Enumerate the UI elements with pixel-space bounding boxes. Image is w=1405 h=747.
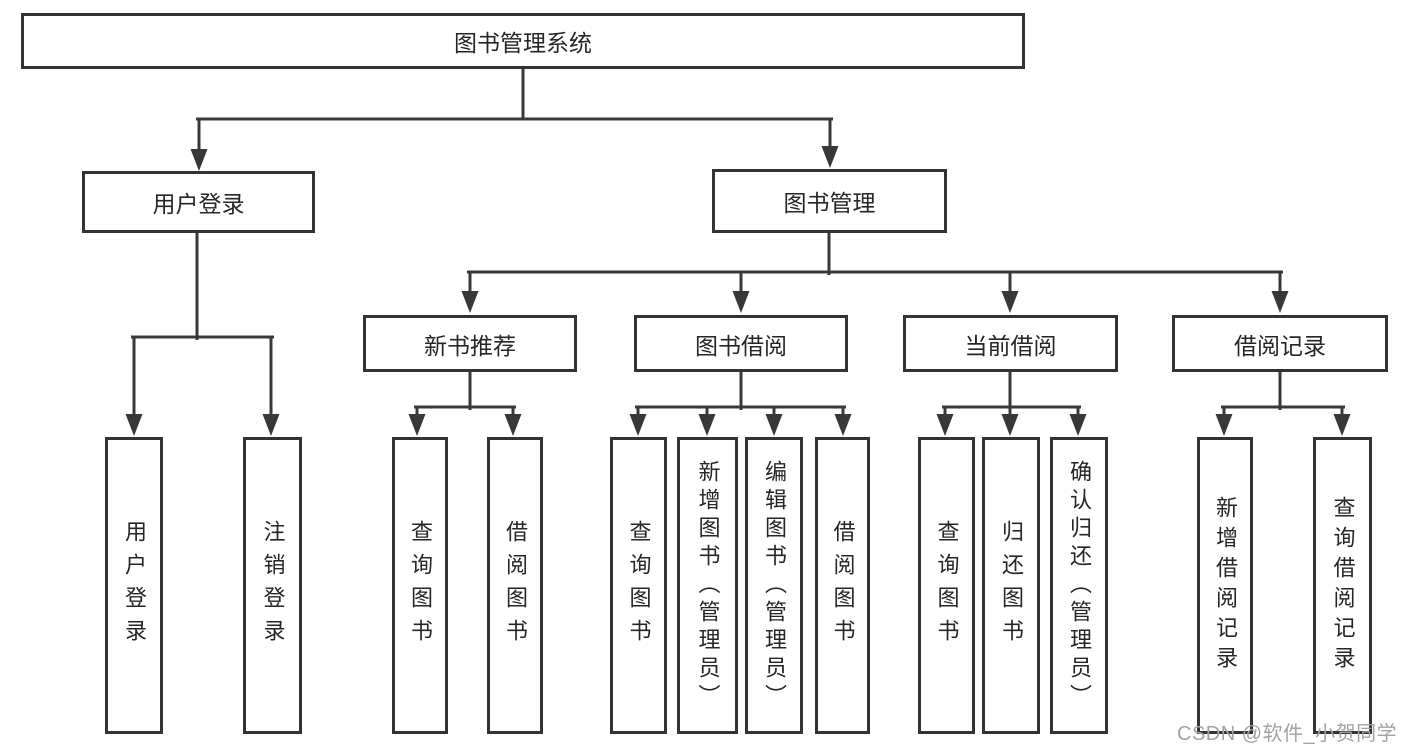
node-user-login: 用户登录 <box>82 171 315 233</box>
leaf-label: 用户登录 <box>122 519 147 652</box>
node-borrow-records: 借阅记录 <box>1172 315 1388 372</box>
watermark: CSDN @软件_小贺同学 <box>1177 723 1398 745</box>
node-label: 图书借阅 <box>695 332 787 359</box>
node-label: 图书管理 <box>783 190 876 216</box>
leaf-return-book: 归还图书 <box>982 437 1040 734</box>
leaf-label: 归还图书 <box>999 519 1024 652</box>
arrowhead <box>1001 414 1019 436</box>
leaf-label: 注销登录 <box>260 519 286 652</box>
arrowhead <box>1333 414 1351 436</box>
leaf-query-books-recommend: 查询图书 <box>392 437 448 734</box>
arrowhead <box>834 414 852 436</box>
arrowhead <box>821 146 839 168</box>
arrowhead <box>504 414 522 436</box>
leaf-label: 新增借阅记录 <box>1213 495 1238 676</box>
arrowhead <box>765 414 783 436</box>
leaf-user-login: 用户登录 <box>105 437 163 734</box>
arrowhead <box>461 291 479 313</box>
node-book-management: 图书管理 <box>712 169 947 233</box>
leaf-label: 借阅图书 <box>830 519 856 652</box>
arrowhead <box>732 291 750 313</box>
arrowhead <box>408 414 426 436</box>
node-label: 用户登录 <box>152 191 245 217</box>
arrowhead <box>936 414 954 436</box>
leaf-add-borrow-record: 新增借阅记录 <box>1197 437 1253 734</box>
node-book-borrow: 图书借阅 <box>634 315 848 372</box>
leaf-query-borrow-record: 查询借阅记录 <box>1313 437 1372 734</box>
leaf-label: 查询图书 <box>934 519 960 652</box>
leaf-label: 查询图书 <box>626 519 652 652</box>
leaf-borrow-books-recommend: 借阅图书 <box>487 437 543 734</box>
leaf-logout: 注销登录 <box>243 437 302 734</box>
leaf-add-book-admin: 新增图书（管理员） <box>677 437 738 734</box>
arrowhead <box>1069 414 1087 436</box>
node-current-borrow: 当前借阅 <box>903 315 1118 372</box>
leaf-label: 查询图书 <box>408 519 433 652</box>
leaf-label: 查询借阅记录 <box>1330 495 1356 676</box>
arrowhead <box>629 414 647 436</box>
node-new-book-recommend: 新书推荐 <box>363 315 577 372</box>
arrowhead <box>1271 291 1289 313</box>
arrowhead <box>190 149 208 171</box>
leaf-confirm-return-admin: 确认归还（管理员） <box>1050 437 1108 734</box>
arrowhead <box>1001 291 1019 313</box>
arrowhead <box>698 414 716 436</box>
leaf-edit-book-admin: 编辑图书（管理员） <box>745 437 803 734</box>
arrowhead <box>1215 414 1233 436</box>
leaf-label: 借阅图书 <box>503 519 528 652</box>
node-label: 图书管理系统 <box>454 30 592 56</box>
leaf-borrow-books: 借阅图书 <box>815 437 870 734</box>
leaf-label: 新增图书（管理员） <box>695 459 721 712</box>
leaf-query-books-current: 查询图书 <box>918 437 975 734</box>
leaf-query-books-borrow: 查询图书 <box>610 437 667 734</box>
leaf-label: 编辑图书（管理员） <box>762 459 787 712</box>
leaf-label: 确认归还（管理员） <box>1067 459 1092 712</box>
arrowhead <box>125 414 143 436</box>
node-root-library-system: 图书管理系统 <box>21 13 1025 69</box>
node-label: 新书推荐 <box>424 332 516 359</box>
arrowhead <box>262 414 280 436</box>
node-label: 当前借阅 <box>964 332 1057 359</box>
node-label: 借阅记录 <box>1234 332 1326 359</box>
